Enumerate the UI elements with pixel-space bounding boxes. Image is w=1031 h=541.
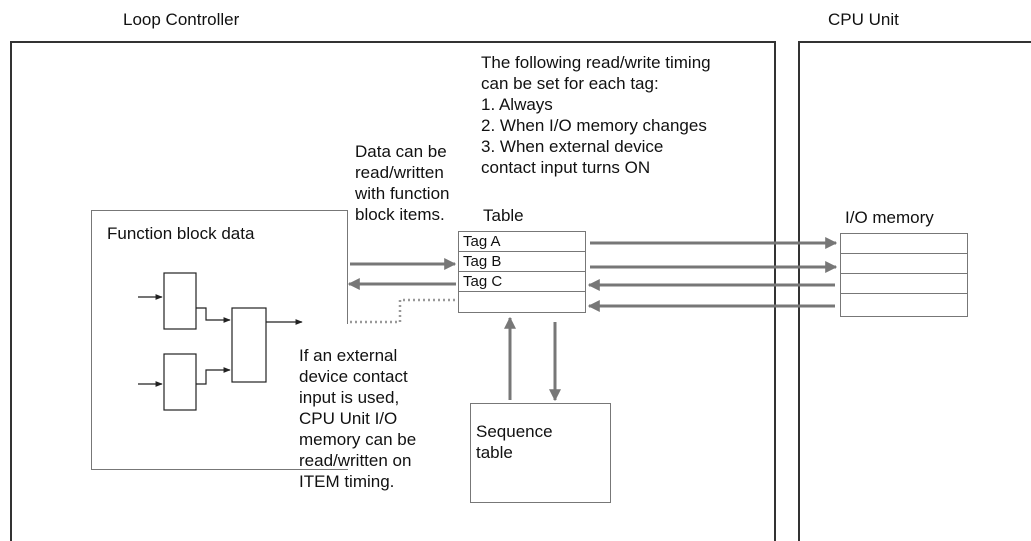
sequence-table-line-1: Sequence <box>476 422 553 441</box>
fb1-to-fb3-wire <box>196 307 231 323</box>
io-memory-table <box>840 233 968 317</box>
tag-row: Tag B <box>459 252 585 272</box>
external-note-line: memory can be <box>299 430 417 449</box>
timing-note-line: 1. Always <box>481 95 553 114</box>
loop-controller-title: Loop Controller <box>123 10 240 29</box>
timing-note-line: 3. When external device <box>481 137 664 156</box>
loop-controller-frame <box>10 41 776 541</box>
tag-row: Tag A <box>459 232 585 252</box>
sequence-table-line-2: table <box>476 443 513 462</box>
function-block-data-box-bottom <box>91 469 297 470</box>
external-note-line: CPU Unit I/O <box>299 409 398 428</box>
timing-note-line: 2. When I/O memory changes <box>481 116 707 135</box>
external-note-line: If an external <box>299 346 398 365</box>
cpu-unit-title: CPU Unit <box>828 10 899 29</box>
data-rw-note-line: read/written <box>355 163 444 182</box>
data-rw-note-line: with function <box>355 184 450 203</box>
tag-b-label: Tag B <box>463 253 502 270</box>
tag-table: Tag A Tag B Tag C <box>458 231 586 313</box>
io-memory-row <box>841 254 967 274</box>
tag-c-label: Tag C <box>463 273 503 290</box>
tag-a-label: Tag A <box>463 233 501 250</box>
function-block-data-label: Function block data <box>107 224 255 243</box>
external-note-line: input is used, <box>299 388 400 407</box>
sequence-table-box <box>470 403 611 503</box>
io-memory-row <box>841 274 967 294</box>
table-label: Table <box>483 206 524 225</box>
external-note-line: ITEM timing. <box>299 472 395 491</box>
function-block-3 <box>231 307 267 383</box>
timing-note-line: The following read/write timing <box>481 53 711 72</box>
timing-note-line: contact input turns ON <box>481 158 651 177</box>
external-note-line: read/written on <box>299 451 412 470</box>
external-note-line: device contact <box>299 367 408 386</box>
tag-row: Tag C <box>459 272 585 292</box>
cpu-unit-frame <box>798 41 1031 541</box>
timing-note-line: can be set for each tag: <box>481 74 659 93</box>
external-device-dotted-path <box>350 298 456 324</box>
data-rw-note-line: Data can be <box>355 142 447 161</box>
io-memory-label: I/O memory <box>845 208 934 227</box>
function-block-data-box-right-edge <box>347 210 348 324</box>
function-block-2 <box>163 353 197 411</box>
data-rw-note-line: block items. <box>355 205 445 224</box>
fb2-to-fb3-wire <box>196 367 231 385</box>
io-memory-row <box>841 234 967 254</box>
function-block-1 <box>163 272 197 330</box>
